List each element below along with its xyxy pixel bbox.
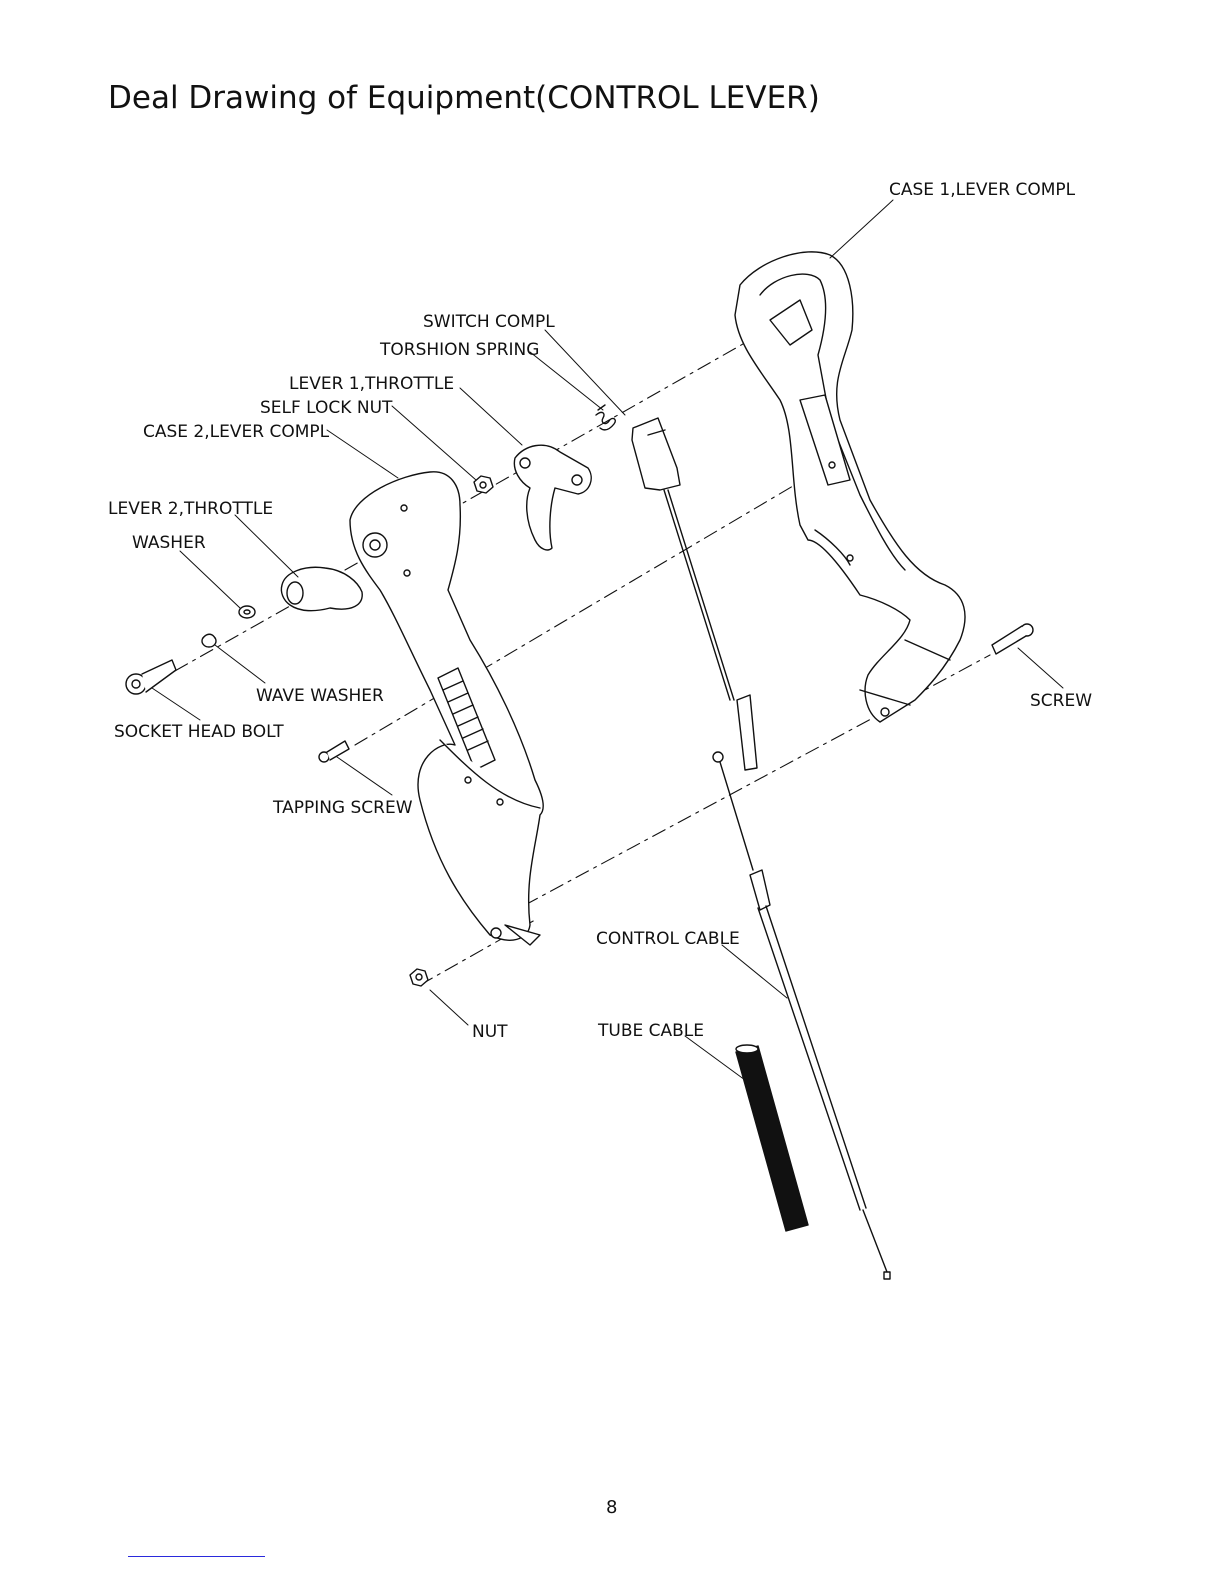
label-nut: NUT — [472, 1022, 508, 1042]
screw-part — [992, 624, 1033, 654]
label-case-1-lever-compl: CASE 1,LEVER COMPL — [889, 180, 1076, 200]
label-washer: WASHER — [132, 533, 206, 553]
label-switch-compl: SWITCH COMPL — [423, 312, 555, 332]
lever-1-throttle-part — [514, 445, 591, 550]
label-screw: SCREW — [1030, 691, 1092, 711]
label-self-lock-nut: SELF LOCK NUT — [260, 398, 393, 418]
socket-head-bolt-part — [126, 660, 176, 694]
label-control-cable: CONTROL CABLE — [596, 929, 740, 949]
label-wave-washer: WAVE WASHER — [256, 686, 384, 706]
label-lever-2-throttle: LEVER 2,THROTTLE — [108, 499, 273, 519]
label-case-2-lever-compl: CASE 2,LEVER COMPL — [143, 422, 330, 442]
self-lock-nut-part — [474, 476, 493, 493]
tapping-screw-part — [319, 741, 349, 762]
footer-rule — [128, 1556, 265, 1557]
washer-part — [239, 606, 255, 618]
wave-washer-part — [202, 634, 216, 647]
tube-cable-part — [736, 1045, 808, 1231]
label-socket-head-bolt: SOCKET HEAD BOLT — [114, 722, 284, 742]
label-tapping-screw: TAPPING SCREW — [272, 798, 413, 818]
switch-compl-part — [632, 418, 757, 770]
page-number: 8 — [606, 1497, 617, 1518]
nut-part — [410, 969, 428, 986]
case-2-lever-part — [350, 472, 543, 945]
case-1-lever-part — [735, 252, 965, 722]
label-torsion-spring: TORSHION SPRING — [379, 340, 539, 360]
lever-2-throttle-part — [281, 567, 362, 610]
label-lever-1-throttle: LEVER 1,THROTTLE — [289, 374, 454, 394]
label-tube-cable: TUBE CABLE — [597, 1021, 704, 1041]
